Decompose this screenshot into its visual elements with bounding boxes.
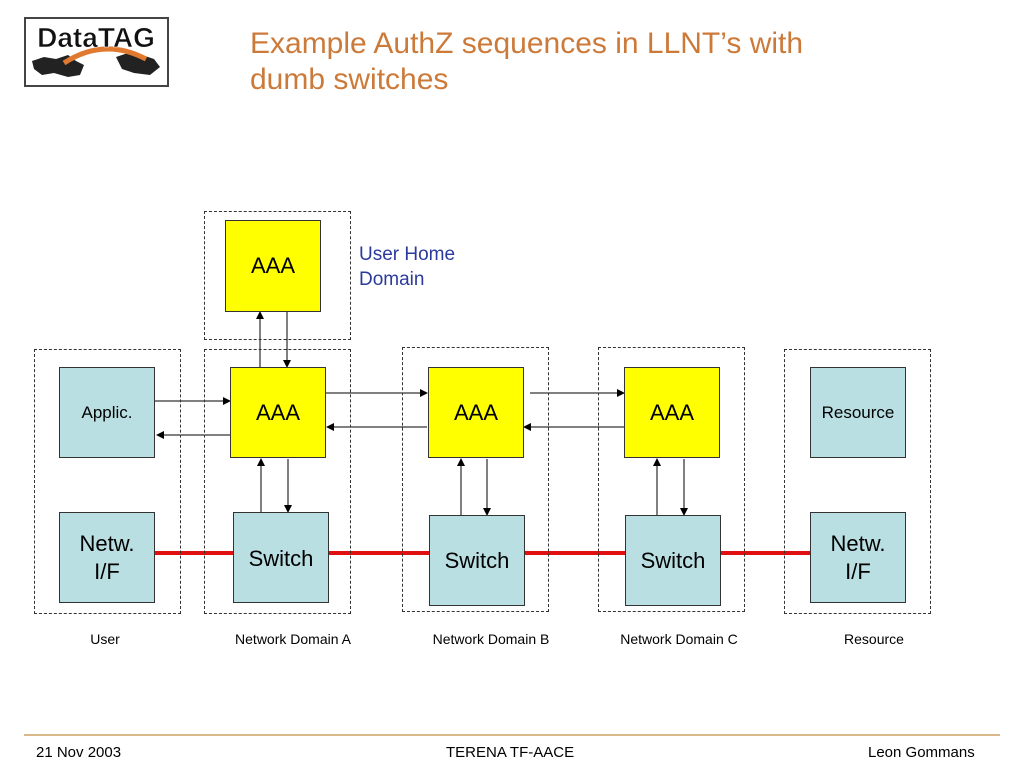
domain-user	[34, 349, 181, 614]
domain-label-resource: Resource	[844, 631, 904, 647]
domain-label-network-b: Network Domain B	[432, 631, 550, 647]
aaa-b-box: AAA	[428, 367, 524, 458]
footer-author: Leon Gommans	[868, 744, 975, 761]
netif-resource-box: Netw.I/F	[810, 512, 906, 603]
footer-rule	[24, 734, 1000, 736]
netif-user-box: Netw.I/F	[59, 512, 155, 603]
svg-text:DataTAG: DataTAG	[37, 22, 155, 53]
domain-user-home	[204, 211, 351, 340]
aaa-c-box: AAA	[624, 367, 720, 458]
footer-date: 21 Nov 2003	[36, 744, 122, 761]
resource-box: Resource	[810, 367, 906, 458]
applic-box: Applic.	[59, 367, 155, 458]
domain-network-b	[402, 347, 549, 612]
datatag-logo: DataTAG	[24, 17, 169, 87]
domain-label-network-a: Network Domain A	[235, 631, 351, 647]
domain-network-a	[204, 349, 351, 614]
title-line-2: dumb switches	[250, 63, 449, 96]
title-line-1: Example AuthZ sequences in LLNT’s with	[250, 27, 804, 60]
aaa-home-box: AAA	[225, 220, 321, 312]
domain-label-user: User	[90, 631, 120, 647]
switch-c-box: Switch	[625, 515, 721, 606]
domain-network-c	[598, 347, 745, 612]
footer-event: TERENA TF-AACE	[446, 744, 575, 761]
switch-b-box: Switch	[429, 515, 525, 606]
user-home-domain-label: User Home Domain	[359, 244, 456, 290]
aaa-a-box: AAA	[230, 367, 326, 458]
domain-resource	[784, 349, 931, 614]
domain-label-network-c: Network Domain C	[620, 631, 738, 647]
slide-title: Example AuthZ sequences in LLNT’s with d…	[250, 26, 990, 98]
switch-a-box: Switch	[233, 512, 329, 603]
